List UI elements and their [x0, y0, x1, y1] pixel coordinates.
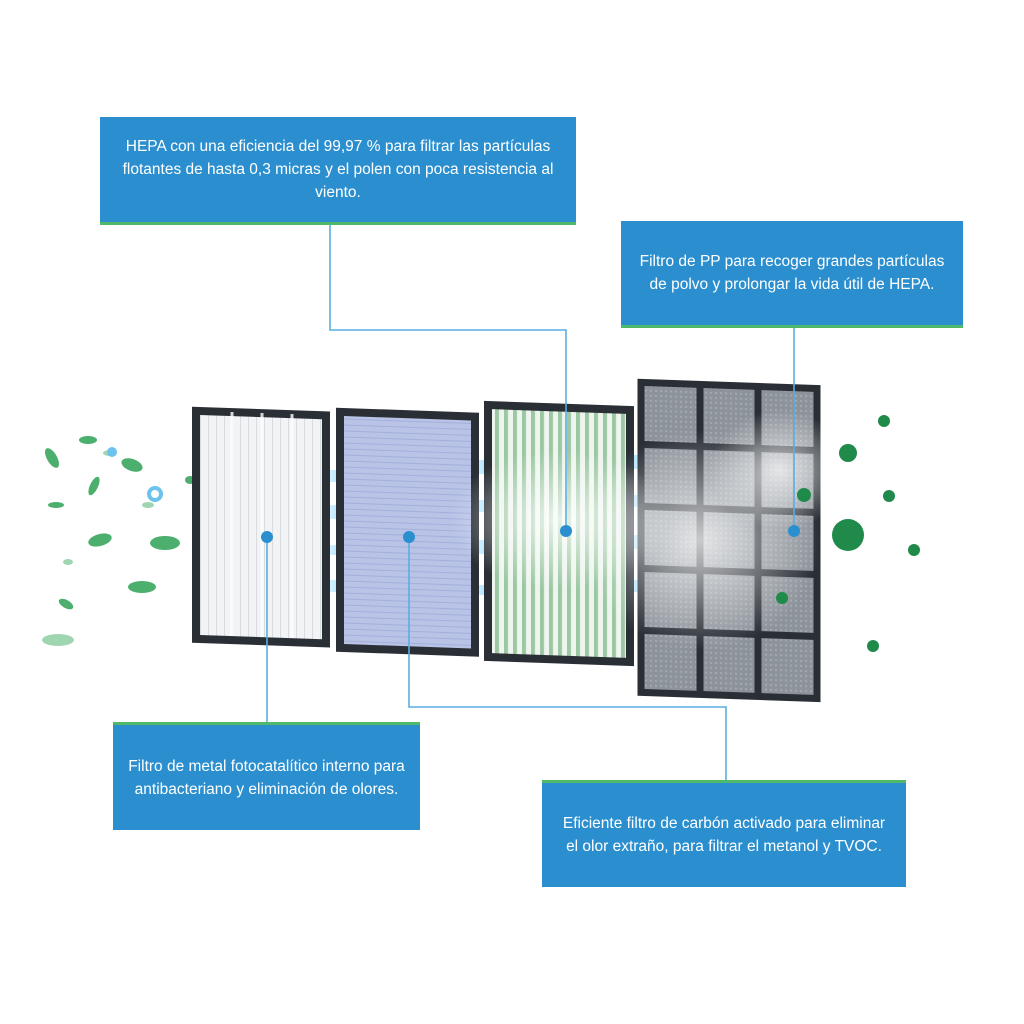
connector-hepa — [329, 225, 567, 531]
callout-carbon-text: Eficiente filtro de carbón activado para… — [562, 815, 886, 855]
metal-photocatalytic-filter — [192, 406, 330, 648]
leaf-icon — [58, 598, 74, 610]
outgoing-particles — [776, 415, 920, 652]
leaf-icon — [121, 458, 143, 472]
leaf-icon — [48, 502, 64, 508]
particle-icon — [878, 415, 890, 427]
particle-icon — [883, 490, 895, 502]
marker-dot-icon — [403, 531, 415, 543]
particle-icon — [832, 519, 864, 551]
callout-hepa-text: HEPA con una eficiencia del 99,97 % para… — [122, 138, 554, 201]
smoke-effect — [450, 410, 850, 650]
callout-metal-text: Filtro de metal fotocatalítico interno p… — [128, 757, 405, 798]
leaf-icon — [88, 476, 100, 496]
incoming-leaves — [42, 436, 195, 646]
particle-icon — [908, 544, 920, 556]
connector-markers — [261, 525, 800, 543]
callout-pp-text: Filtro de PP para recoger grandes partíc… — [639, 253, 945, 293]
leaf-icon — [63, 559, 73, 565]
leaf-icon — [88, 533, 112, 547]
callout-hepa: HEPA con una eficiencia del 99,97 % para… — [100, 117, 576, 225]
callout-carbon: Eficiente filtro de carbón activado para… — [542, 780, 906, 887]
leaf-icon — [150, 536, 180, 550]
connector-carbon — [408, 537, 727, 780]
marker-dot-icon — [788, 525, 800, 537]
particle-icon — [867, 640, 879, 652]
water-drop-icon — [151, 490, 159, 498]
water-drop-icon — [107, 447, 117, 457]
particle-icon — [797, 488, 811, 502]
leaf-icon — [45, 448, 59, 468]
particle-icon — [839, 444, 857, 462]
leaf-icon — [79, 436, 97, 444]
particle-icon — [776, 592, 788, 604]
leaf-icon — [128, 581, 156, 593]
leaf-icon — [142, 502, 154, 508]
callout-pp: Filtro de PP para recoger grandes partíc… — [621, 221, 963, 328]
callout-metal: Filtro de metal fotocatalítico interno p… — [113, 722, 420, 830]
leaf-icon — [42, 634, 74, 646]
marker-dot-icon — [261, 531, 273, 543]
connector-lines — [266, 225, 795, 780]
marker-dot-icon — [560, 525, 572, 537]
